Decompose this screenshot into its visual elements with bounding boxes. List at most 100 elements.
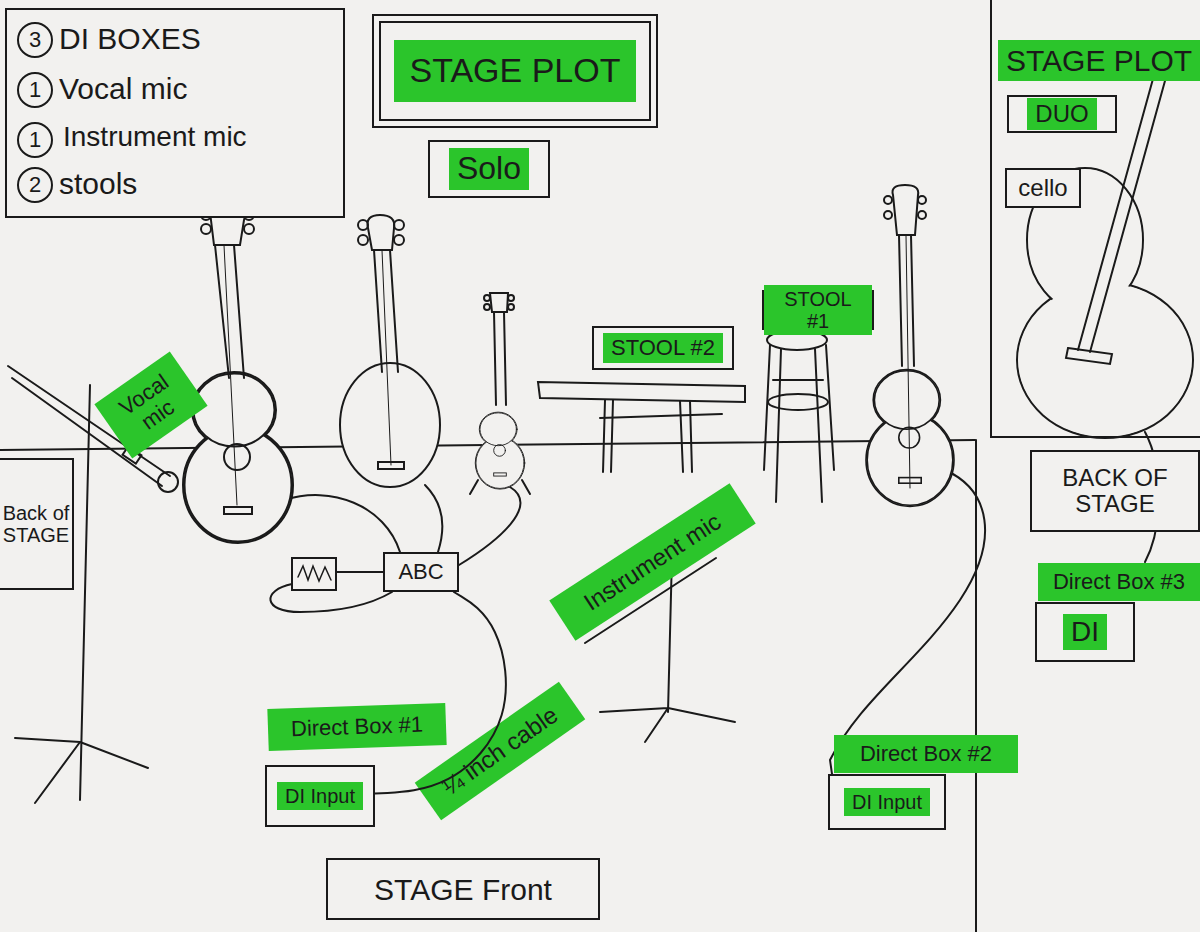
outlined-box: DI BOXES Vocal micInstrument mic stools 3 1 1…: [5, 8, 345, 218]
count-circle: 3: [17, 22, 53, 58]
highlighted-label-box: DI Input: [265, 765, 375, 827]
guitar-headstock: [893, 185, 919, 235]
label-text: Vocal mic: [103, 361, 200, 449]
round-guitar-body: [340, 363, 440, 487]
bench-rail: [600, 414, 722, 418]
guitar-strings: [906, 235, 910, 488]
label-text: 1: [29, 128, 41, 152]
label-text: STOOL #2: [603, 333, 723, 363]
highlighted-label-box: STOOL #1: [762, 290, 874, 330]
tuning-peg: [394, 235, 404, 245]
ukulele-neck: [494, 312, 506, 405]
count-circle: 2: [17, 167, 53, 203]
guitar-headstock: [368, 215, 395, 250]
ukulele-body: [475, 412, 525, 489]
label-text: DI Input: [277, 782, 363, 810]
label-text: Instrument mic: [579, 508, 725, 616]
outlined-box: BACK OF STAGE: [1030, 450, 1200, 532]
highlighted-label-box: DUO: [1007, 95, 1117, 133]
tuning-peg: [884, 196, 892, 204]
bench-seat: [538, 382, 745, 402]
label-text: DUO: [1027, 98, 1096, 130]
stool-rung: [768, 394, 828, 410]
label-text: Solo: [449, 148, 529, 189]
label-text: DI: [1063, 614, 1107, 651]
label-text: STAGE Front: [374, 873, 552, 906]
highlighted-label-box: DI: [1035, 602, 1135, 662]
stool-legs: [764, 345, 834, 502]
label-text: Direct Box #1: [291, 713, 424, 742]
label-text: Direct Box #3: [1053, 570, 1185, 594]
tuning-peg: [508, 304, 514, 310]
bench-legs: [603, 400, 692, 472]
label-text: ¼ inch cable: [437, 702, 563, 801]
mic-stand-base: [600, 708, 735, 742]
tuning-peg: [201, 224, 211, 234]
label-text: STOOL #1: [764, 285, 872, 335]
guitar-cable: [425, 485, 442, 552]
vocal-mic-head: [158, 472, 178, 492]
guitar-bridge: [378, 462, 404, 469]
highlighted-label: Direct Box #1: [267, 703, 446, 751]
stage-divider-line: [975, 440, 977, 932]
tuning-peg: [244, 224, 254, 234]
tuning-peg: [508, 295, 514, 301]
guitar-cable: [285, 495, 400, 552]
outlined-box: Back of STAGE: [0, 458, 74, 590]
stool-rung: [773, 379, 823, 381]
tuning-peg: [484, 304, 490, 310]
pedal-cable: [336, 571, 383, 573]
mic-stand-base: [15, 738, 148, 803]
highlighted-label-box: Solo: [428, 140, 550, 198]
duo-panel: STAGE PLOT DUO cello: [990, 0, 1200, 438]
label-text: 3: [29, 28, 41, 52]
label-text: BACK OF STAGE: [1034, 465, 1196, 518]
label-text: STAGE PLOT: [998, 40, 1200, 81]
mic-stand-pole: [80, 385, 90, 800]
ukulele-stand: [470, 480, 530, 494]
highlighted-label: Direct Box #3: [1038, 563, 1200, 601]
tuning-peg: [358, 235, 368, 245]
tuning-peg: [358, 220, 368, 230]
tuning-peg: [884, 211, 892, 219]
highlighted-label: Direct Box #2: [834, 735, 1018, 773]
label-text: 2: [29, 173, 41, 197]
count-circle: 1: [17, 72, 53, 108]
tuning-peg: [484, 295, 490, 301]
highlighted-label-box: DI Input: [828, 774, 946, 830]
label-text: 1: [29, 78, 41, 102]
highlighted-label: Vocal mic: [94, 352, 207, 459]
guitar-strings: [382, 250, 391, 465]
label-text: Back of STAGE: [2, 502, 70, 546]
tuning-peg: [918, 211, 926, 219]
cello-tailpiece: [1066, 348, 1112, 364]
label-text: ABC: [398, 560, 443, 584]
pedal-box: [292, 558, 336, 590]
ukulele-headstock: [490, 293, 508, 312]
label-text: stools: [59, 167, 137, 200]
cello-body-fill: [1019, 284, 1192, 437]
label-text: cello: [1018, 175, 1067, 201]
label-text: Direct Box #2: [860, 742, 992, 766]
highlighted-label: Instrument mic: [549, 483, 755, 640]
highlighted-label-box: STOOL #2: [592, 326, 734, 370]
label-text: Instrument mic: [63, 122, 247, 153]
ukulele-cable: [459, 487, 520, 565]
highlighted-label-box: STAGE PLOT: [372, 14, 658, 128]
label-text: DI BOXES: [59, 22, 201, 55]
pedal-scribble: [298, 566, 331, 581]
outlined-box: cello: [1005, 168, 1081, 208]
label-text: STAGE PLOT: [394, 40, 637, 101]
tuning-peg: [394, 220, 404, 230]
outlined-box: ABC: [383, 552, 459, 592]
count-circle: 1: [17, 122, 53, 158]
label-text: DI Input: [844, 788, 930, 816]
guitar-strings: [224, 245, 237, 505]
outlined-box: STAGE Front: [326, 858, 600, 920]
cable-connector: [375, 592, 506, 793]
label-text: Vocal mic: [59, 72, 187, 105]
tuning-peg: [918, 196, 926, 204]
